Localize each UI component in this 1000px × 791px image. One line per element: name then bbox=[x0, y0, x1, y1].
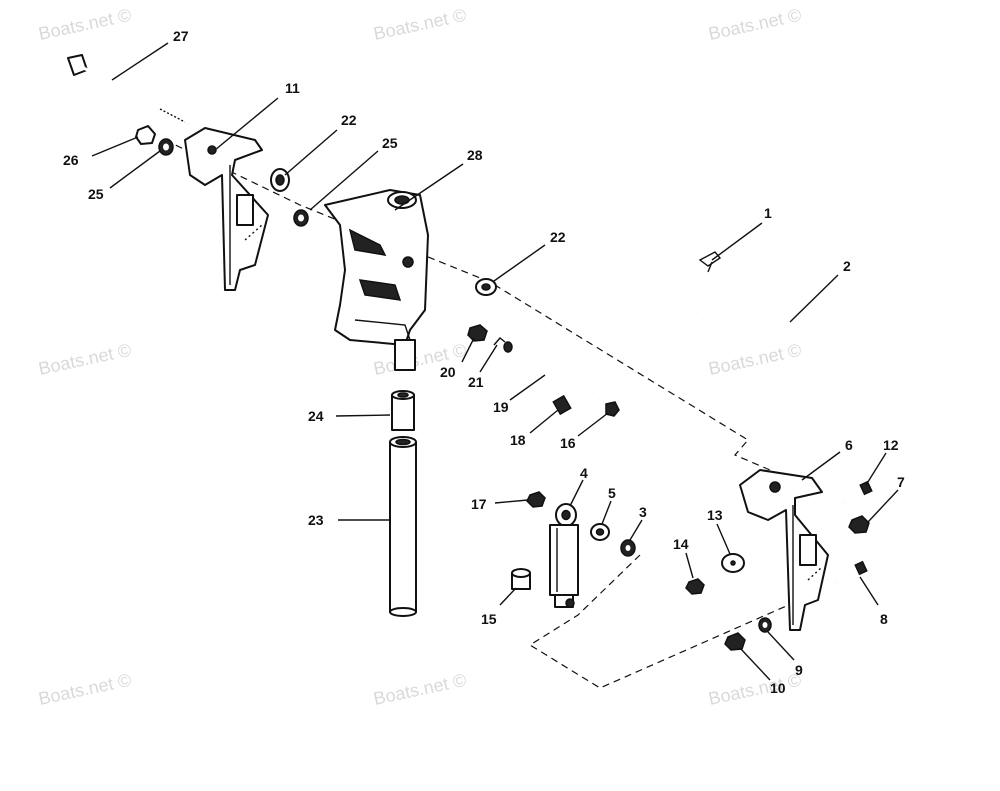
callout-22-upper: 22 bbox=[341, 112, 357, 128]
part-3-washer bbox=[620, 539, 636, 557]
part-27-through-bolt bbox=[67, 54, 189, 126]
part-13-flat-washer bbox=[721, 553, 745, 573]
part-17-nut bbox=[526, 491, 546, 508]
callout-16: 16 bbox=[560, 435, 576, 451]
part-28-swivel-bracket bbox=[324, 189, 429, 371]
watermark: Boats.net © bbox=[707, 670, 803, 709]
callout-10: 10 bbox=[770, 680, 786, 696]
callout-17: 17 bbox=[471, 496, 487, 512]
part-25-washer-left bbox=[158, 138, 174, 156]
callout-2: 2 bbox=[843, 258, 851, 274]
part-6-bracket-right bbox=[739, 469, 829, 631]
part-24-bushing bbox=[391, 390, 415, 431]
callout-25-left: 25 bbox=[88, 186, 104, 202]
part-15-stud bbox=[511, 568, 531, 590]
part-9-washer bbox=[758, 617, 772, 633]
callout-28: 28 bbox=[467, 147, 483, 163]
callout-13: 13 bbox=[707, 507, 723, 523]
watermark: Boats.net © bbox=[37, 340, 133, 379]
callout-1: 1 bbox=[764, 205, 772, 221]
callout-19: 19 bbox=[493, 399, 509, 415]
callout-24: 24 bbox=[308, 408, 324, 424]
callout-11: 11 bbox=[285, 80, 300, 96]
part-1-hair-pin-clip bbox=[698, 251, 722, 273]
part-25-washer-middle bbox=[293, 209, 309, 227]
callout-22-lower: 22 bbox=[550, 229, 566, 245]
watermark: Boats.net © bbox=[707, 5, 803, 44]
part-4-shock-absorber bbox=[549, 503, 579, 608]
part-10-nut bbox=[724, 632, 746, 651]
part-7-nut bbox=[848, 515, 870, 534]
callout-4: 4 bbox=[580, 465, 588, 481]
callout-6: 6 bbox=[845, 437, 853, 453]
callout-labels: 27 11 22 25 28 26 25 22 1 2 20 21 19 18 … bbox=[63, 28, 905, 696]
callout-21: 21 bbox=[468, 374, 484, 390]
watermark: Boats.net © bbox=[707, 340, 803, 379]
assembly-lines bbox=[164, 139, 801, 689]
callout-3: 3 bbox=[639, 504, 647, 520]
part-22-washer-upper bbox=[270, 168, 290, 192]
part-12-bolt bbox=[842, 480, 873, 504]
part-8-bolt bbox=[834, 560, 868, 584]
callout-23: 23 bbox=[308, 512, 324, 528]
part-16-nut bbox=[605, 401, 620, 417]
part-5-bushing bbox=[590, 523, 610, 541]
part-20-nut bbox=[467, 324, 488, 342]
assembly-line-upper bbox=[164, 139, 771, 471]
part-18-grease-fitting bbox=[552, 394, 572, 416]
leader-lines bbox=[91, 42, 899, 681]
watermark: Boats.net © bbox=[37, 670, 133, 709]
part-14-nut bbox=[685, 578, 705, 595]
callout-12: 12 bbox=[883, 437, 899, 453]
callout-8: 8 bbox=[880, 611, 888, 627]
watermark: Boats.net © bbox=[372, 670, 468, 709]
watermarks: Boats.net © Boats.net © Boats.net © Boat… bbox=[37, 5, 803, 709]
callout-7: 7 bbox=[897, 474, 905, 490]
callout-27: 27 bbox=[173, 28, 189, 44]
part-11-bracket-left bbox=[184, 127, 269, 291]
part-2-tilt-lock-rod bbox=[697, 310, 862, 397]
callout-18: 18 bbox=[510, 432, 526, 448]
callout-5: 5 bbox=[608, 485, 616, 501]
callout-26: 26 bbox=[63, 152, 79, 168]
callout-15: 15 bbox=[481, 611, 497, 627]
callout-20: 20 bbox=[440, 364, 456, 380]
watermark: Boats.net © bbox=[372, 5, 468, 44]
watermark: Boats.net © bbox=[37, 5, 133, 44]
part-22-washer-lower bbox=[475, 278, 497, 296]
part-19-shaft bbox=[503, 341, 600, 402]
callout-14: 14 bbox=[673, 536, 689, 552]
part-21-cotter-pin bbox=[493, 337, 506, 346]
part-26-nut bbox=[135, 125, 156, 145]
callout-9: 9 bbox=[795, 662, 803, 678]
callout-25-middle: 25 bbox=[382, 135, 398, 151]
part-23-tube bbox=[389, 436, 417, 617]
